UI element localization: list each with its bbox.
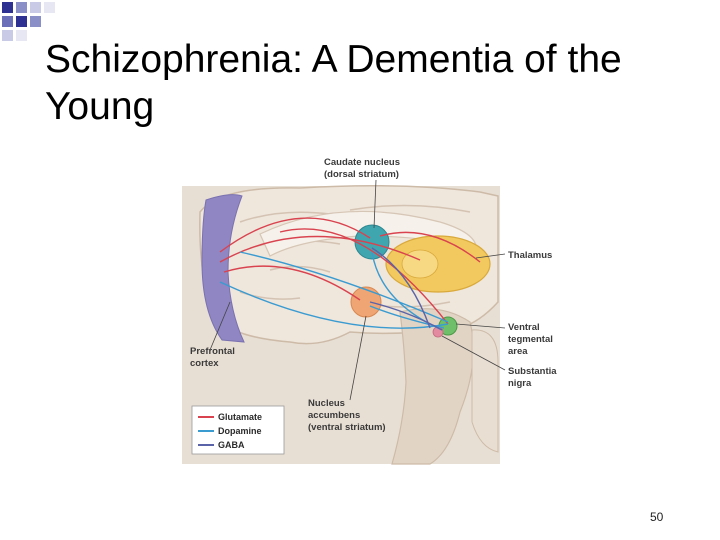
- legend-label-dopamine: Dopamine: [218, 426, 262, 436]
- accumbens-label-line3: (ventral striatum): [308, 422, 386, 433]
- substantia-nigra-label-line2: nigra: [508, 378, 532, 389]
- page-number: 50: [650, 510, 663, 524]
- nucleus-accumbens-region: [351, 287, 381, 317]
- slide-title: Schizophrenia: A Dementia of the Young: [45, 36, 705, 130]
- substantia-nigra-label-line1: Substantia: [508, 366, 557, 377]
- accumbens-label-line2: accumbens: [308, 410, 360, 421]
- legend-label-gaba: GABA: [218, 440, 245, 450]
- thalamus-label: Thalamus: [508, 250, 552, 261]
- vta-label-line2: tegmental: [508, 334, 553, 345]
- legend-label-glutamate: Glutamate: [218, 412, 262, 422]
- brain-pathway-diagram: Caudate nucleus (dorsal striatum) Thalam…: [180, 152, 570, 468]
- caudate-label-line2: (dorsal striatum): [324, 169, 399, 180]
- prefrontal-label-line2: cortex: [190, 358, 219, 369]
- accumbens-label-line1: Nucleus: [308, 398, 345, 409]
- vta-label-line3: area: [508, 346, 528, 357]
- legend: Glutamate Dopamine GABA: [192, 406, 284, 454]
- vta-label-line1: Ventral: [508, 322, 540, 333]
- caudate-label-line1: Caudate nucleus: [324, 157, 400, 168]
- prefrontal-label-line1: Prefrontal: [190, 346, 235, 357]
